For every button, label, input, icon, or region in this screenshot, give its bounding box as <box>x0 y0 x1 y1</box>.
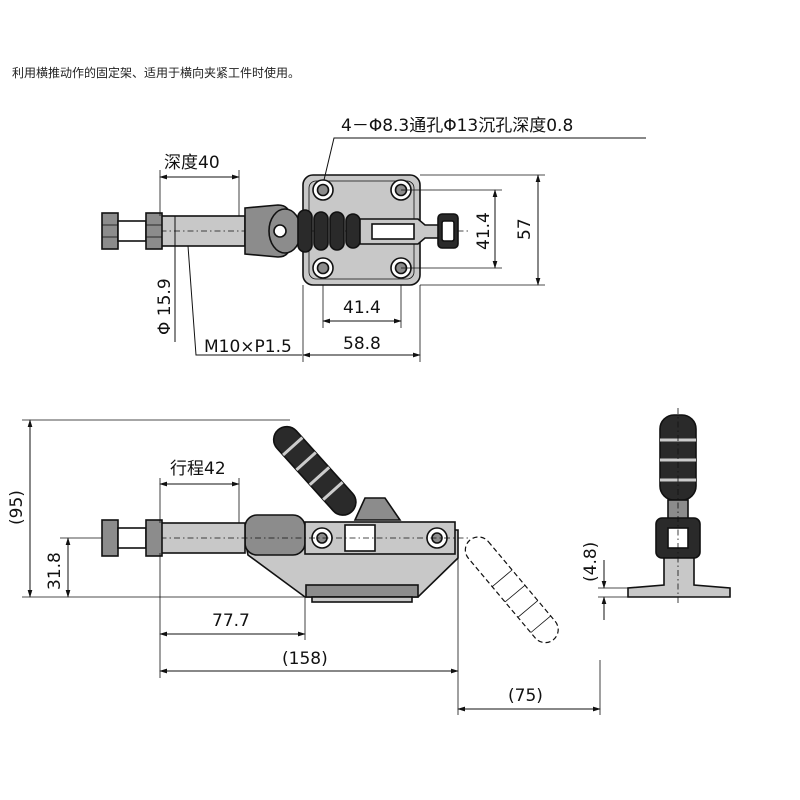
side-housing <box>244 514 306 556</box>
hole-spec-label: 4－Φ8.3通孔Φ13沉孔深度0.8 <box>341 116 573 136</box>
base-width-label: 58.8 <box>343 334 381 354</box>
mounting-holes <box>312 179 412 279</box>
base-length-label: 77.7 <box>212 611 250 631</box>
top-hex-nut-inner <box>145 212 163 250</box>
side-handle-phantom <box>464 536 559 644</box>
total-height-label: (95) <box>7 490 27 525</box>
center-height-label: 31.8 <box>45 552 65 590</box>
hole-spacing-width-label: 41.4 <box>343 298 381 318</box>
top-view: 4－Φ8.3通孔Φ13沉孔深度0.8 深度40 Φ 15.9 M10×P1.5 … <box>101 116 646 362</box>
plate-thickness-label: (4.8) <box>581 542 601 582</box>
handle-swing-label: (75) <box>508 686 543 706</box>
top-hex-nut-outer <box>101 212 119 250</box>
total-length-label: (158) <box>282 649 328 669</box>
shaft-diameter-label: Φ 15.9 <box>155 278 175 335</box>
side-view: (95) 31.8 行程42 77.7 (158) (75) <box>7 419 601 715</box>
drawing-caption: 利用横推动作的固定架、适用于横向夹紧工件时使用。 <box>12 66 301 80</box>
hole-spacing-height-label: 41.4 <box>474 212 494 250</box>
end-view: (4.8) <box>581 408 731 620</box>
thread-label: M10×P1.5 <box>204 337 292 357</box>
side-handle-raised <box>272 425 402 521</box>
top-handle-grip <box>268 208 361 254</box>
stroke-label: 行程42 <box>170 459 226 479</box>
depth-label: 深度40 <box>164 153 220 173</box>
base-height-label: 57 <box>515 218 535 240</box>
